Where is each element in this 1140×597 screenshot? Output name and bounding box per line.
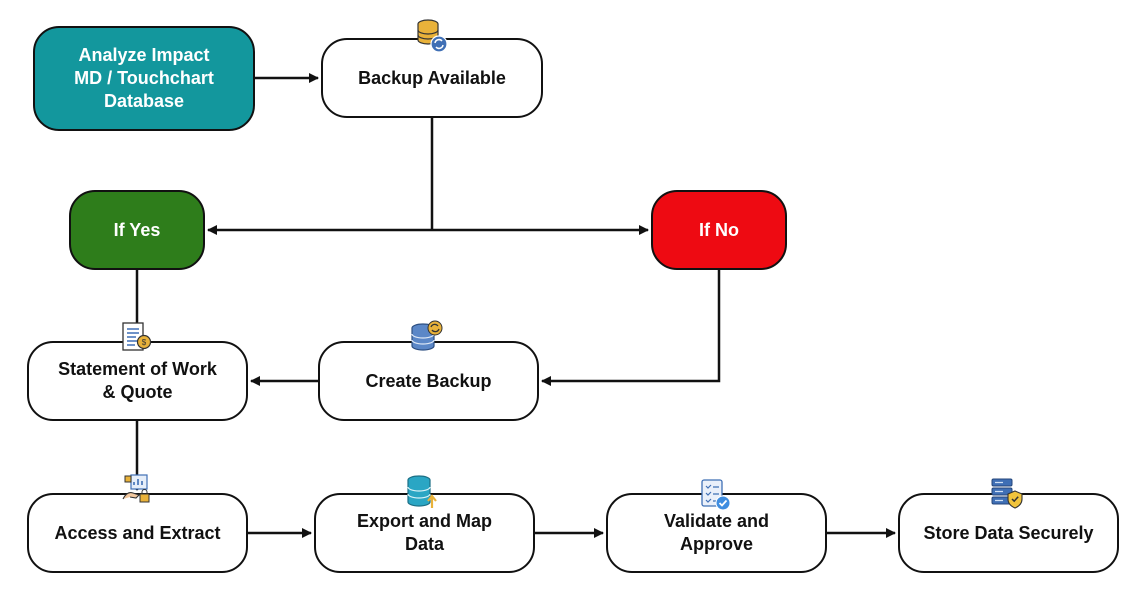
- node-statement-of-work-label: Statement of Work & Quote: [58, 359, 217, 402]
- node-create-backup-label: Create Backup: [365, 370, 492, 391]
- node-if-yes-label: If Yes: [113, 219, 161, 240]
- node-analyze-impact: Analyze Impact MD / Touchchart Database: [33, 26, 255, 131]
- document-coin-icon: $: [122, 322, 152, 351]
- node-access-and-extract-label: Access and Extract: [54, 522, 221, 543]
- arrow-no-to-create-backup: [541, 270, 721, 386]
- node-create-backup: Create Backup: [318, 341, 539, 421]
- server-shield-icon: [991, 478, 1023, 509]
- node-validate-and-approve-label: Validate and Approve: [663, 511, 770, 554]
- node-backup-available: Backup Available: [321, 38, 543, 118]
- node-if-no: If No: [651, 190, 787, 270]
- node-backup-available-label: Backup Available: [358, 67, 506, 88]
- checklist-icon: [701, 479, 731, 511]
- database-upload-icon: [407, 475, 437, 508]
- node-export-and-map: Export and Map Data: [314, 493, 535, 573]
- node-if-yes: If Yes: [69, 190, 205, 270]
- node-export-and-map-label: Export and Map Data: [356, 511, 492, 554]
- database-sync-icon: [411, 320, 443, 351]
- node-analyze-impact-label: Analyze Impact MD / Touchchart Database: [74, 45, 214, 111]
- node-access-and-extract: Access and Extract: [27, 493, 248, 573]
- node-if-no-label: If No: [699, 219, 739, 240]
- node-store-data-securely: Store Data Securely: [898, 493, 1119, 573]
- svg-text:$: $: [142, 338, 147, 347]
- database-sync-icon: [417, 19, 448, 53]
- node-store-data-securely-label: Store Data Securely: [923, 522, 1094, 543]
- hand-data-lock-icon: [122, 474, 150, 503]
